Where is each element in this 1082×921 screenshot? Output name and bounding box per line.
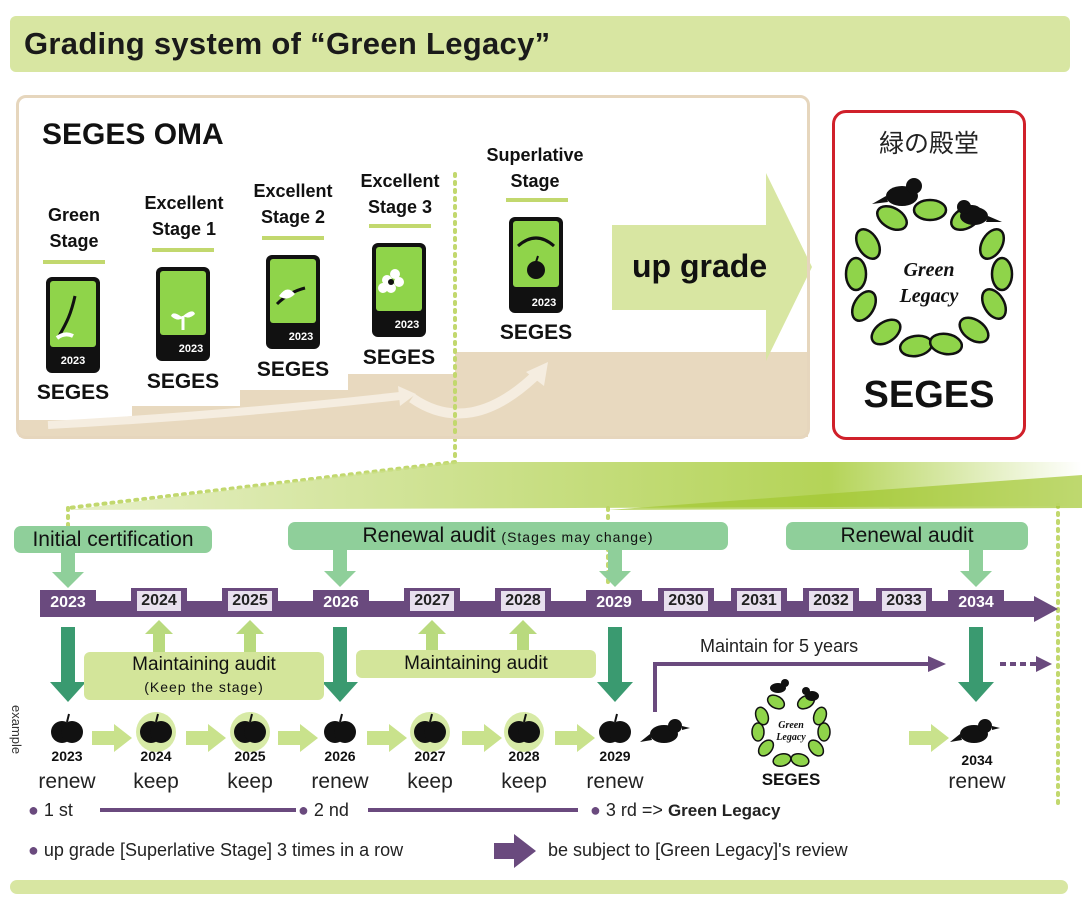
svg-text:2023: 2023 [289,331,313,343]
example-year-2027: 2027 [414,748,446,764]
stair-arrow-1 [47,392,401,429]
svg-text:Green: Green [903,259,954,281]
green-legacy-wreath-icon: Green Legacy [844,178,1014,358]
upgrade-label: up grade [632,248,768,284]
example-action-2028: keep [501,770,547,793]
example-year-2025: 2025 [234,748,266,764]
apple-icon [51,713,83,743]
example-apples [51,713,1000,743]
maintaining-audit-1: Maintaining audit (Keep the stage) [84,652,324,700]
year-2028: 2028 [495,588,551,614]
svg-text:2023: 2023 [532,297,556,309]
svg-text:2023: 2023 [179,343,203,355]
bird-icon [640,719,690,743]
stage-green-brand: SEGES [36,381,110,404]
initial-certification-pill: Initial certification [14,526,212,553]
example-action-2025: keep [227,770,273,793]
third-marker: ● 3 rd => Green Legacy [590,800,781,820]
rule-condition: ● up grade [Superlative Stage] 3 times i… [28,840,404,860]
bird-icon [950,719,1000,743]
excellent-1-badge-icon: 2023 [156,267,210,361]
small-emblem-brand: SEGES [761,770,821,789]
stair-arrow-2 [409,371,540,419]
stage-excellent-2-underline [262,236,324,240]
year-2027: 2027 [404,588,460,614]
excellent-2-badge-icon: 2023 [266,255,320,349]
example-year-2029: 2029 [599,748,631,764]
example-year-2024: 2024 [140,748,172,764]
example-year-2026: 2026 [324,748,356,764]
stair-arrowhead-1 [398,386,416,406]
stage-superlative-brand: SEGES [499,321,573,344]
svg-text:Green: Green [778,720,804,731]
svg-text:Legacy: Legacy [899,285,959,307]
green-legacy-brand: SEGES [863,374,995,416]
green-legacy-japanese-title: 緑の殿堂 [878,130,979,158]
example-action-2034: renew [948,770,1006,793]
bottom-bar [10,880,1068,894]
green-stage-badge-icon: 2023 [46,277,100,373]
small-green-legacy-emblem-icon: Green Legacy [751,679,831,767]
renewal-audit-pill-1: Renewal audit (Stages may change) [288,522,728,550]
maintain-5-years-label: Maintain for 5 years [700,636,859,656]
excellent-3-badge-icon: 2023 [372,243,426,337]
stage-excellent-1-underline [152,248,214,252]
svg-text:2023: 2023 [395,319,419,331]
apple-icon [234,713,266,743]
example-action-2023: renew [38,770,96,793]
stage-excellent-1-brand: SEGES [146,370,220,393]
year-2034: 2034 [948,590,1004,616]
stage-green-underline [43,260,105,264]
example-year-2034: 2034 [961,752,993,768]
apple-icon [324,713,356,743]
year-2030: 2030 [658,588,714,614]
rule-result: be subject to [Green Legacy]'s review [548,840,848,860]
apple-icon [140,713,172,743]
renewal-audit-pill-2: Renewal audit [786,522,1028,550]
example-year-2028: 2028 [508,748,540,764]
example-action-2026: renew [311,770,369,793]
example-action-2029: renew [586,770,644,793]
example-year-2023: 2023 [51,748,83,764]
upgrade-arrow [612,173,812,361]
svg-text:Legacy: Legacy [775,732,806,743]
timeline-arrowhead [1034,596,1058,622]
title-bar [10,16,1070,72]
example-action-2027: keep [407,770,453,793]
apple-icon [508,713,540,743]
maintaining-audit-2: Maintaining audit [356,650,596,678]
year-2031: 2031 [731,588,787,614]
first-marker: ● 1 st [28,800,73,820]
stage-excellent-3-brand: SEGES [362,346,436,369]
example-action-2024: keep [133,770,179,793]
seges-oma-panel [16,95,810,439]
year-2032: 2032 [803,588,859,614]
apple-icon [599,713,631,743]
year-2023: 2023 [40,590,96,616]
apple-icon [414,713,446,743]
year-2025: 2025 [222,588,278,614]
stage-excellent-3-underline [369,224,431,228]
svg-text:2023: 2023 [61,355,85,367]
year-2024: 2024 [131,588,187,614]
stair-arrowhead-2 [526,362,548,386]
superlative-badge-icon: 2023 [509,217,563,313]
stage-excellent-2-brand: SEGES [256,358,330,381]
year-2033: 2033 [876,588,932,614]
year-2029: 2029 [586,590,642,616]
oma-title: SEGES OMA [42,118,224,151]
stage-superlative-underline [506,198,568,202]
second-marker: ● 2 nd [298,800,349,820]
year-2026: 2026 [313,590,369,616]
page-title: Grading system of “Green Legacy” [24,26,551,61]
